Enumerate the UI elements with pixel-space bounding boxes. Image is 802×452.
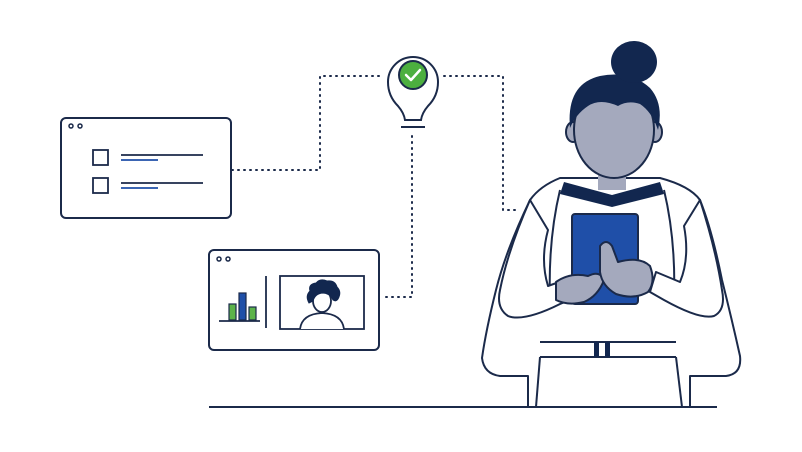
bar-chart-bar — [228, 303, 237, 321]
checkmark-icon — [404, 68, 422, 82]
woman-holding-tablet — [481, 41, 742, 408]
bar-chart-bar — [248, 306, 257, 321]
window-dot-icon — [216, 256, 222, 262]
video-person-hair — [306, 279, 341, 304]
belt-loop — [594, 342, 599, 357]
dotted-connectors — [231, 75, 521, 298]
chart-and-video-window — [208, 249, 380, 351]
checkbox-icon — [92, 177, 109, 194]
video-person-icon — [299, 279, 345, 330]
bar-chart-bar — [238, 292, 247, 321]
check-circle — [398, 60, 428, 90]
right-hand — [599, 241, 654, 298]
lightbulb-checkmark-icon — [386, 56, 440, 128]
bar-chart-icon — [228, 292, 257, 321]
video-person-shoulders — [299, 312, 345, 330]
right-arm — [649, 199, 724, 318]
hair — [569, 74, 660, 130]
coat-split — [675, 356, 683, 408]
connector-bulb-to-person — [443, 75, 521, 211]
checkbox-icon — [92, 149, 109, 166]
connector-checklist-to-bulb — [231, 75, 384, 171]
hair-bun — [611, 41, 657, 83]
coat-split — [535, 356, 541, 408]
window-dot-icon — [225, 256, 231, 262]
checklist-window — [60, 117, 232, 219]
window-dot-icon — [77, 123, 83, 129]
checklist-window-frame — [60, 117, 232, 219]
belt-loop — [605, 342, 610, 357]
window-dot-icon — [68, 123, 74, 129]
connector-bulb-to-media — [380, 135, 413, 298]
collar — [560, 182, 664, 207]
